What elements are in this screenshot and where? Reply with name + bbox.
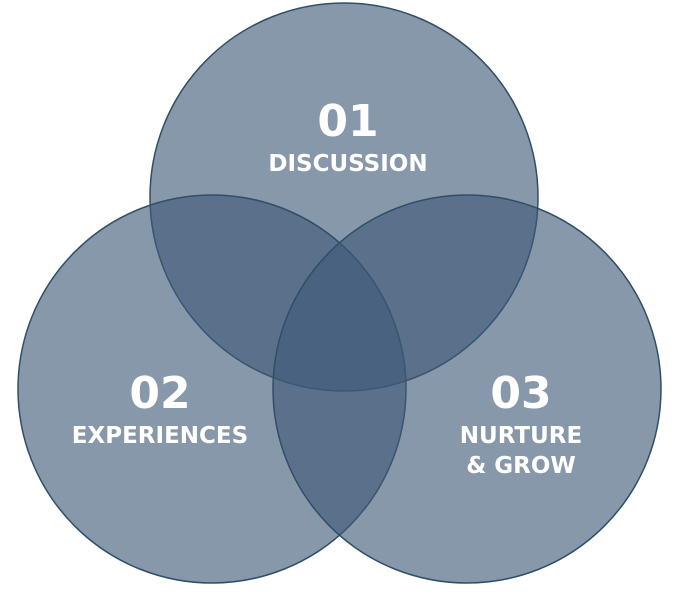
circle-nurture-grow (272, 194, 662, 584)
set-1-label: DISCUSSION (268, 151, 427, 177)
set-3-label-line-2: & GROW (466, 453, 576, 479)
set-3-number: 03 (490, 368, 551, 419)
set-3-label-line-1: NURTURE (460, 423, 582, 449)
set-2-number: 02 (129, 368, 190, 419)
set-2-label: EXPERIENCES (72, 423, 248, 449)
set-1-number: 01 (317, 96, 378, 147)
